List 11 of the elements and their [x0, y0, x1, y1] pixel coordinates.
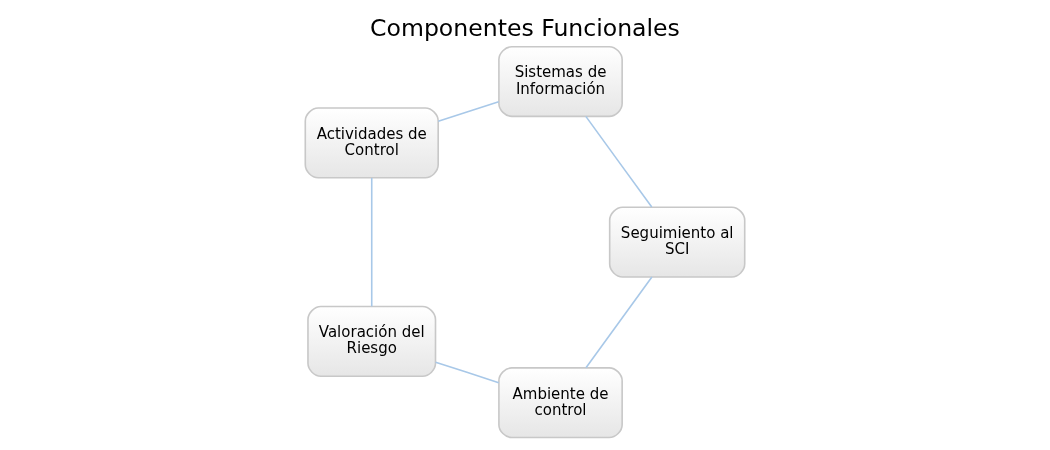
connector	[370, 177, 373, 308]
diagram-title: Componentes Funcionales	[370, 13, 680, 42]
connector	[585, 115, 653, 208]
connector	[585, 276, 653, 369]
node-box: Valoración del Riesgo	[307, 305, 437, 378]
node-box: Sistemas de Información	[498, 45, 623, 118]
node-box: Actividades de Control	[304, 107, 439, 179]
connector	[434, 361, 500, 384]
node-box: Ambiente de control	[498, 367, 623, 439]
node-box: Seguimiento al SCI	[608, 206, 746, 278]
connector	[437, 100, 500, 123]
